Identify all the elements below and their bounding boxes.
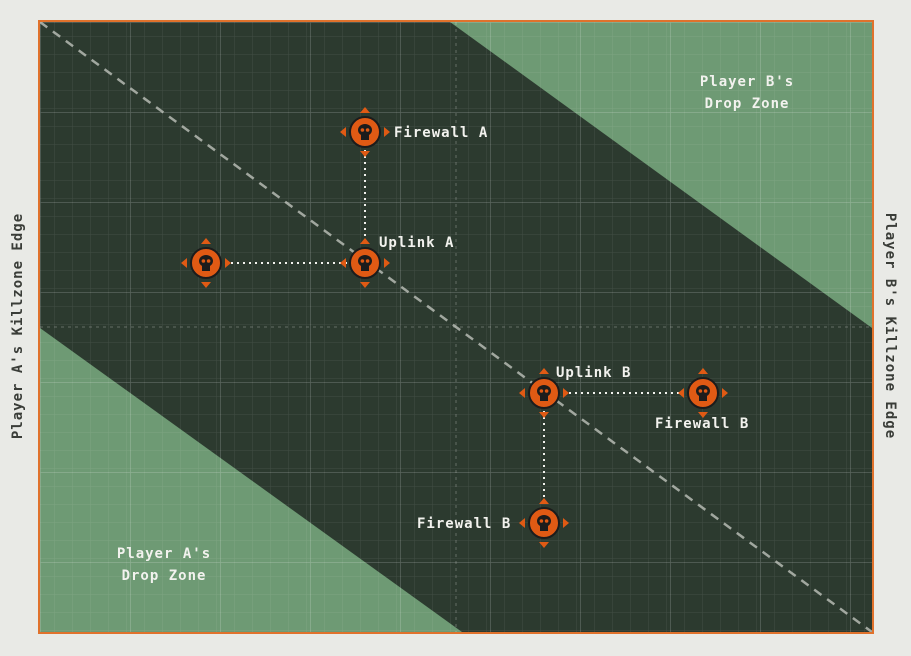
label-uplink-b: Uplink B — [556, 365, 631, 381]
label-firewall-b-right: Firewall B — [655, 416, 749, 432]
label-drop-zone-a-line1: Player A's — [117, 546, 211, 562]
label-drop-zone-b-line2: Drop Zone — [705, 96, 790, 112]
diagonal-dashed-line — [40, 22, 872, 632]
label-firewall-a: Firewall A — [394, 125, 488, 141]
label-drop-zone-a-line2: Drop Zone — [122, 568, 207, 584]
label-uplink-a: Uplink A — [379, 235, 454, 251]
label-drop-zone-b-line1: Player B's — [700, 74, 794, 90]
killzone-edge-label-b: Player B's Killzone Edge — [882, 212, 898, 440]
label-firewall-b-bottom: Firewall B — [417, 516, 511, 532]
killzone-edge-label-a: Player A's Killzone Edge — [10, 212, 26, 440]
